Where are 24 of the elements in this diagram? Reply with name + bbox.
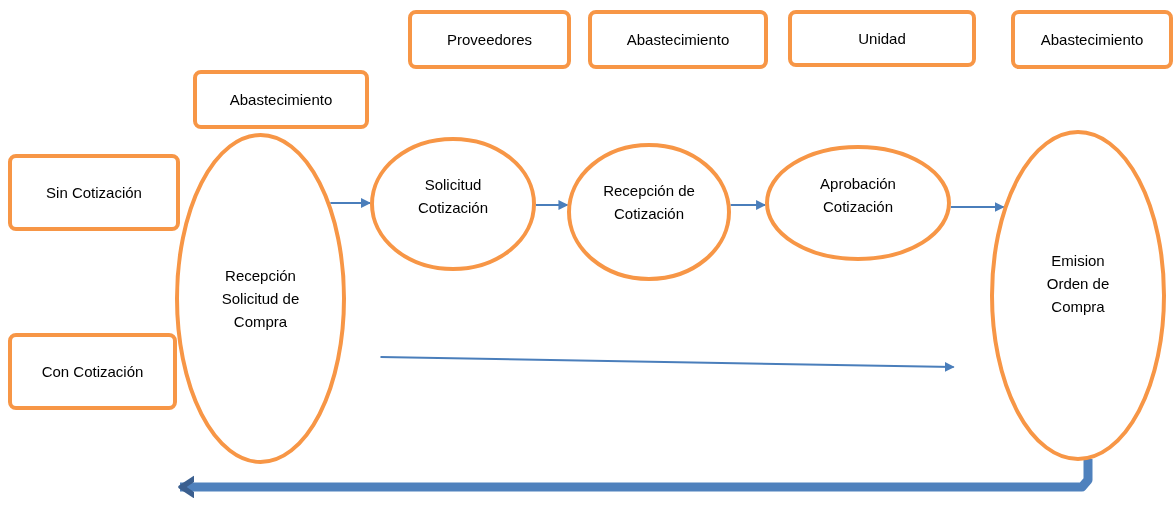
label-box: [8, 154, 180, 231]
arrow: [379, 356, 955, 372]
arrow: [329, 198, 371, 208]
arrow: [729, 200, 767, 210]
label-box: [193, 70, 369, 129]
node-label: Emision Orden de Compra: [1045, 251, 1111, 317]
label-box: [788, 10, 976, 67]
node-label: Recepción Solicitud de Compra: [220, 266, 301, 332]
label-box: [8, 333, 177, 410]
label-box: [588, 10, 768, 69]
node-label: Con Cotización: [41, 362, 144, 382]
node-label: Abastecimiento: [1040, 30, 1144, 50]
node-label: Solicitud Cotización: [416, 175, 489, 218]
arrow: [949, 202, 1005, 212]
node-label: Recepción de Cotización: [602, 181, 696, 224]
node-label: Proveedores: [446, 30, 533, 50]
node-label: Abastecimiento: [626, 30, 730, 50]
node-label: Sin Cotización: [46, 183, 142, 203]
label-box: [1011, 10, 1173, 69]
label-box: [408, 10, 571, 69]
arrow: [535, 200, 569, 210]
node-label: Unidad: [858, 29, 906, 49]
node-label: Aprobación Cotización: [819, 174, 897, 217]
node-label: Abastecimiento: [229, 90, 333, 110]
